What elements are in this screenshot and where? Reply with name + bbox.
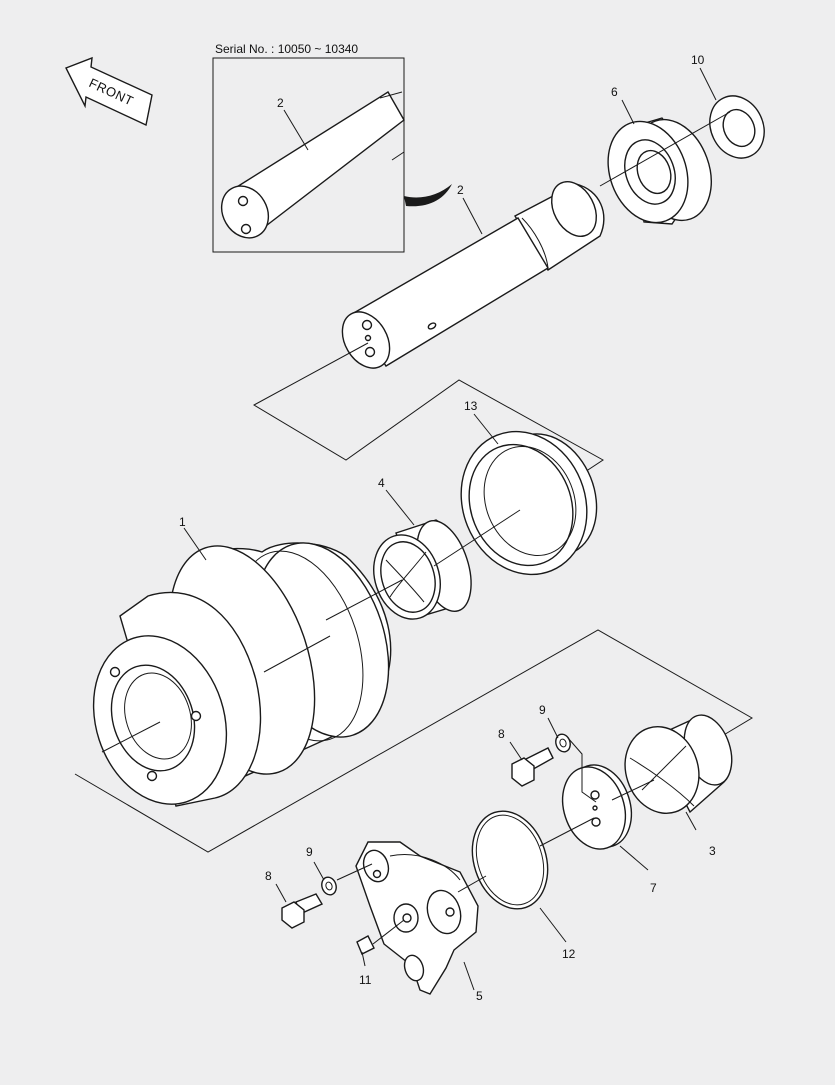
inset-pointer-arrow xyxy=(404,184,452,207)
callout-4: 4 xyxy=(378,476,385,490)
upper-bolt-assembly xyxy=(511,733,597,803)
part-4-bushing xyxy=(373,519,472,620)
callout-3: 3 xyxy=(709,844,716,858)
inset-pin xyxy=(220,91,405,239)
callout-10: 10 xyxy=(691,53,705,67)
callout-2-shaft: 2 xyxy=(457,183,464,197)
front-arrow: FRONT xyxy=(65,56,153,127)
callout-9-lower: 9 xyxy=(306,845,313,859)
callout-leaders xyxy=(101,67,731,991)
inset-frame xyxy=(212,57,405,253)
upper-bracket xyxy=(252,342,604,488)
part-2-shaft xyxy=(341,181,605,369)
callout-12: 12 xyxy=(562,947,576,961)
serial-label: Serial No. : 10050 ~ 10340 xyxy=(215,42,358,56)
lower-bracket xyxy=(74,629,753,853)
callout-7: 7 xyxy=(650,881,657,895)
callout-8-lower: 8 xyxy=(265,869,272,883)
lower-bolt-assembly xyxy=(281,863,405,955)
callout-11: 11 xyxy=(359,973,372,987)
callout-9-upper: 9 xyxy=(539,703,546,717)
part-5-cover-block xyxy=(355,841,479,995)
part-3-bushing xyxy=(624,714,733,814)
part-12-o-ring xyxy=(471,810,549,910)
callout-6: 6 xyxy=(611,85,618,99)
callout-8-upper: 8 xyxy=(498,727,505,741)
serial-inset: Serial No. : 10050 ~ 10340 xyxy=(212,42,452,253)
callout-numbers: 2 2 6 10 13 4 1 9 8 3 7 12 9 8 11 5 xyxy=(179,53,716,1003)
part-6-collar xyxy=(607,117,712,225)
callout-1: 1 xyxy=(179,515,186,529)
part-10-thrust-washer xyxy=(709,95,765,159)
callout-13: 13 xyxy=(464,399,478,413)
callout-5: 5 xyxy=(476,989,483,1003)
part-13-floating-seal xyxy=(460,430,598,576)
part-1-track-roller xyxy=(92,542,392,807)
callout-2-inset: 2 xyxy=(277,96,284,110)
part-7-plate xyxy=(561,764,633,850)
